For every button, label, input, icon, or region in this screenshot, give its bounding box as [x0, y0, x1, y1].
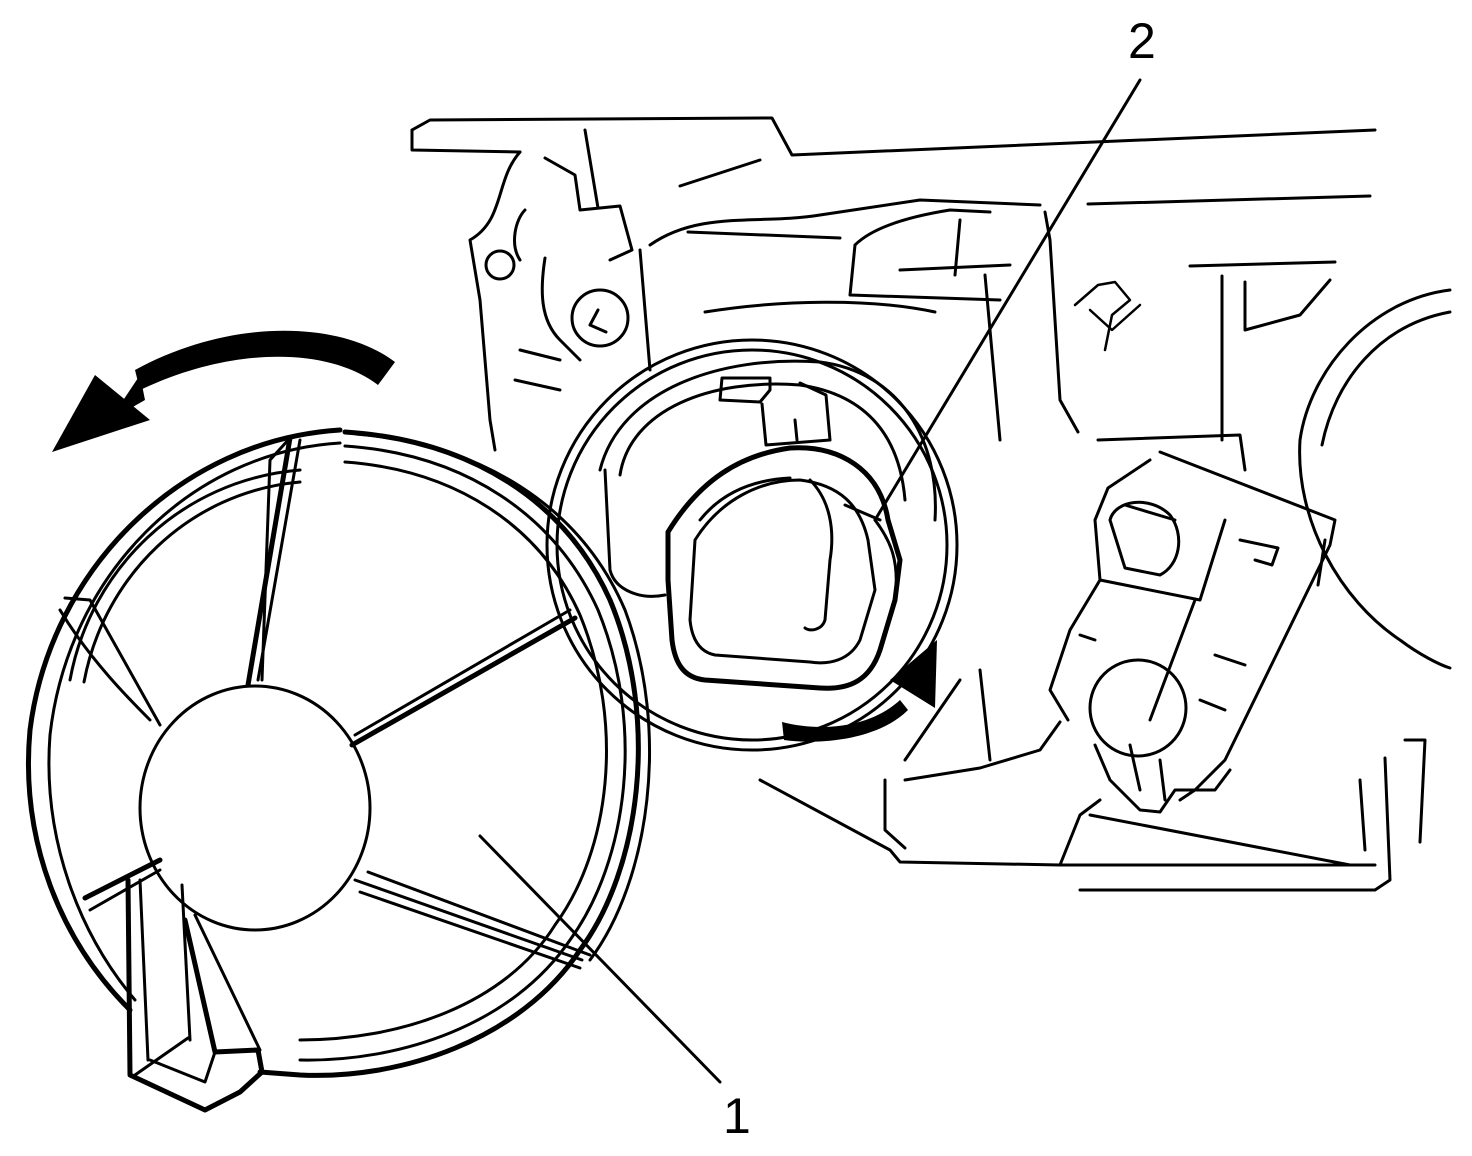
callout-label-2: 2 [1128, 13, 1156, 69]
bulb-socket-assembly [545, 338, 959, 752]
bulb-cover [25, 427, 651, 1113]
headlamp-housing [410, 116, 1452, 892]
rotate-left-arrow-icon [52, 330, 395, 452]
callout-2-leader-line [873, 78, 1142, 522]
callout-1-leader-line [478, 834, 722, 1084]
callout-label-1: 1 [723, 1088, 751, 1144]
rotate-right-arrow-icon [782, 640, 937, 742]
